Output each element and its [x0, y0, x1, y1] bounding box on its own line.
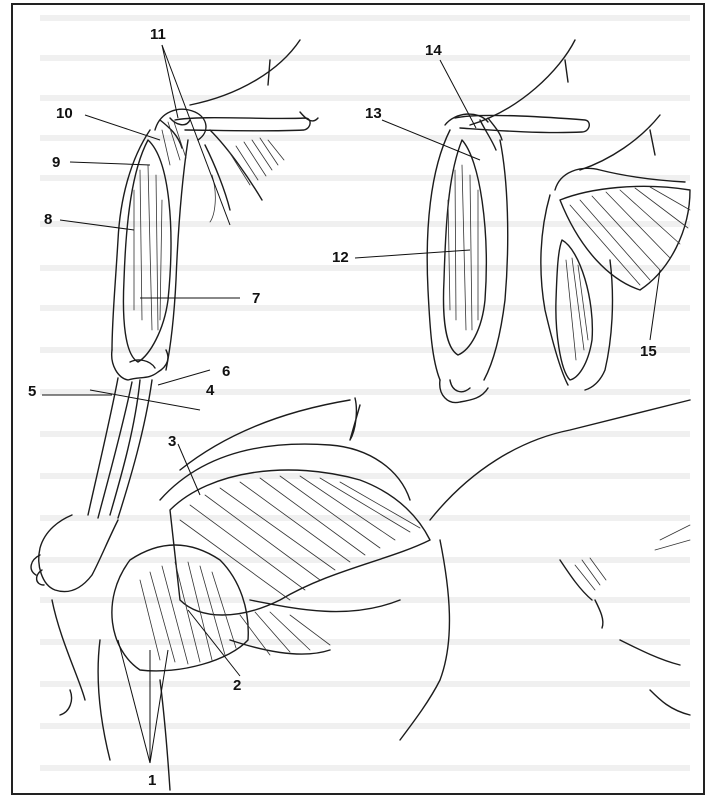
label-4: 4 [206, 382, 215, 399]
label-7: 7 [252, 290, 260, 307]
label-1: 1 [148, 772, 156, 789]
label-8: 8 [44, 211, 52, 228]
label-12: 12 [332, 249, 349, 266]
label-13: 13 [365, 105, 382, 122]
label-11: 11 [150, 26, 166, 43]
label-2: 2 [233, 677, 241, 694]
label-5: 5 [28, 383, 36, 400]
label-3: 3 [168, 433, 176, 450]
label-14: 14 [425, 42, 442, 59]
label-6: 6 [222, 363, 230, 380]
label-15: 15 [640, 343, 657, 360]
label-10: 10 [56, 105, 73, 122]
label-9: 9 [52, 154, 60, 171]
plate-border [12, 4, 704, 794]
